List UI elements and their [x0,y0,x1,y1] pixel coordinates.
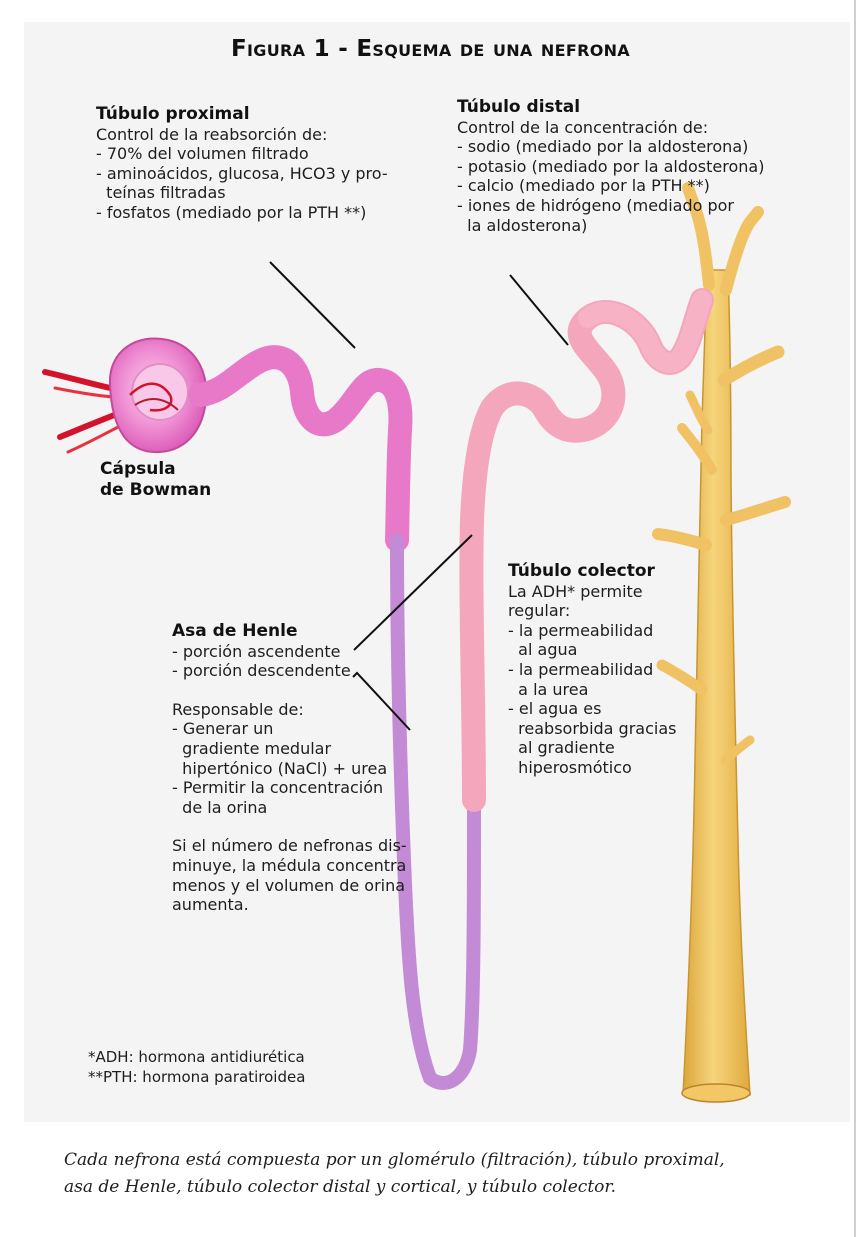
footnote-adh: *ADH: hormona antidiurética [88,1047,305,1067]
henle-responsible-line: gradiente medular [172,739,407,759]
collecting-duct-label: Túbulo colector La ADH* permite regular:… [508,562,676,778]
henle-responsible-line: Responsable de: [172,700,407,720]
henle-note-line: aumenta. [172,895,407,915]
henle-part: - porción descendente [172,661,407,681]
henle-responsible-line: de la orina [172,798,407,818]
distal-line: Control de la concentración de: [457,118,764,138]
henle-responsible-line: - Generar un [172,719,407,739]
proximal-line: - 70% del volumen filtrado [96,144,388,164]
collector-heading: Túbulo colector [508,562,676,582]
distal-tubule-label: Túbulo distal Control de la concentració… [457,98,764,235]
caption-line: asa de Henle, túbulo colector distal y c… [64,1174,834,1201]
distal-line: - calcio (mediado por la PTH **) [457,176,764,196]
bowman-line: de Bowman [100,480,211,501]
henle-part: - porción ascendente [172,642,407,662]
proximal-heading: Túbulo proximal [96,105,388,125]
collector-line: hiperosmótico [508,758,676,778]
collector-line: - el agua es [508,699,676,719]
collector-line: al agua [508,640,676,660]
collector-line: - la permeabilidad [508,621,676,641]
bowman-capsule-label: Cápsula de Bowman [100,459,211,501]
bowman-line: Cápsula [100,459,211,480]
henle-note-line: minuye, la médula concentra [172,856,407,876]
collecting-duct [658,188,785,1102]
distal-line: - potasio (mediado por la aldosterona) [457,157,764,177]
caption-line: Cada nefrona está compuesta por un glomé… [64,1147,834,1174]
figure-caption: Cada nefrona está compuesta por un glomé… [64,1147,834,1201]
footnote-pth: **PTH: hormona paratiroidea [88,1067,305,1087]
proximal-line: Control de la reabsorción de: [96,125,388,145]
proximal-tubule [200,357,400,540]
proximal-tubule-label: Túbulo proximal Control de la reabsorció… [96,105,388,223]
collector-line: La ADH* permite [508,582,676,602]
proximal-line: - fosfatos (mediado por la PTH **) [96,203,388,223]
footnotes: *ADH: hormona antidiurética **PTH: hormo… [88,1047,305,1087]
henle-note-line: Si el número de nefronas dis- [172,836,407,856]
collector-line: regular: [508,601,676,621]
henle-heading: Asa de Henle [172,622,407,642]
distal-line: - iones de hidrógeno (mediado por [457,196,764,216]
distal-line: la aldosterona) [457,216,764,236]
proximal-line: teínas filtradas [96,183,388,203]
distal-line: - sodio (mediado por la aldosterona) [457,137,764,157]
henle-loop-label: Asa de Henle - porción ascendente - porc… [172,622,407,915]
collector-line: - la permeabilidad [508,660,676,680]
distal-heading: Túbulo distal [457,98,764,118]
collector-line: al gradiente [508,738,676,758]
henle-note-line: menos y el volumen de orina [172,876,407,896]
henle-responsible-line: hipertónico (NaCl) + urea [172,759,407,779]
collector-line: reabsorbida gracias [508,719,676,739]
proximal-line: - aminoácidos, glucosa, HCO3 y pro- [96,164,388,184]
henle-responsible-line: - Permitir la concentración [172,778,407,798]
collector-line: a la urea [508,680,676,700]
